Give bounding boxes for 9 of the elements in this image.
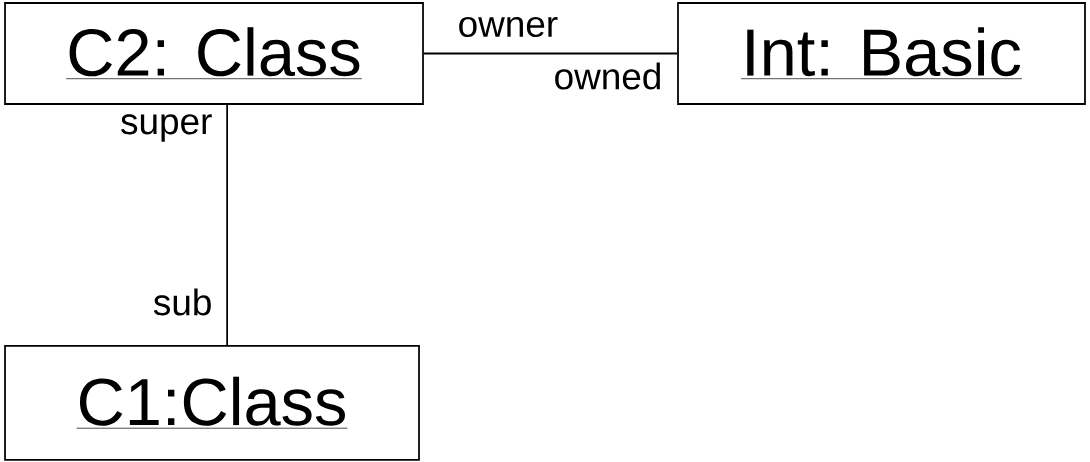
object-box: Int: Basic xyxy=(677,2,1086,105)
object-box: C1:Class xyxy=(4,345,420,461)
role-label: sub xyxy=(153,288,211,316)
role-label: owned xyxy=(555,62,660,90)
association-line xyxy=(423,52,678,55)
association-line xyxy=(226,104,228,346)
role-label: owner xyxy=(459,16,558,38)
role-label: super xyxy=(121,114,212,142)
object-box: C2: Class xyxy=(4,2,424,105)
